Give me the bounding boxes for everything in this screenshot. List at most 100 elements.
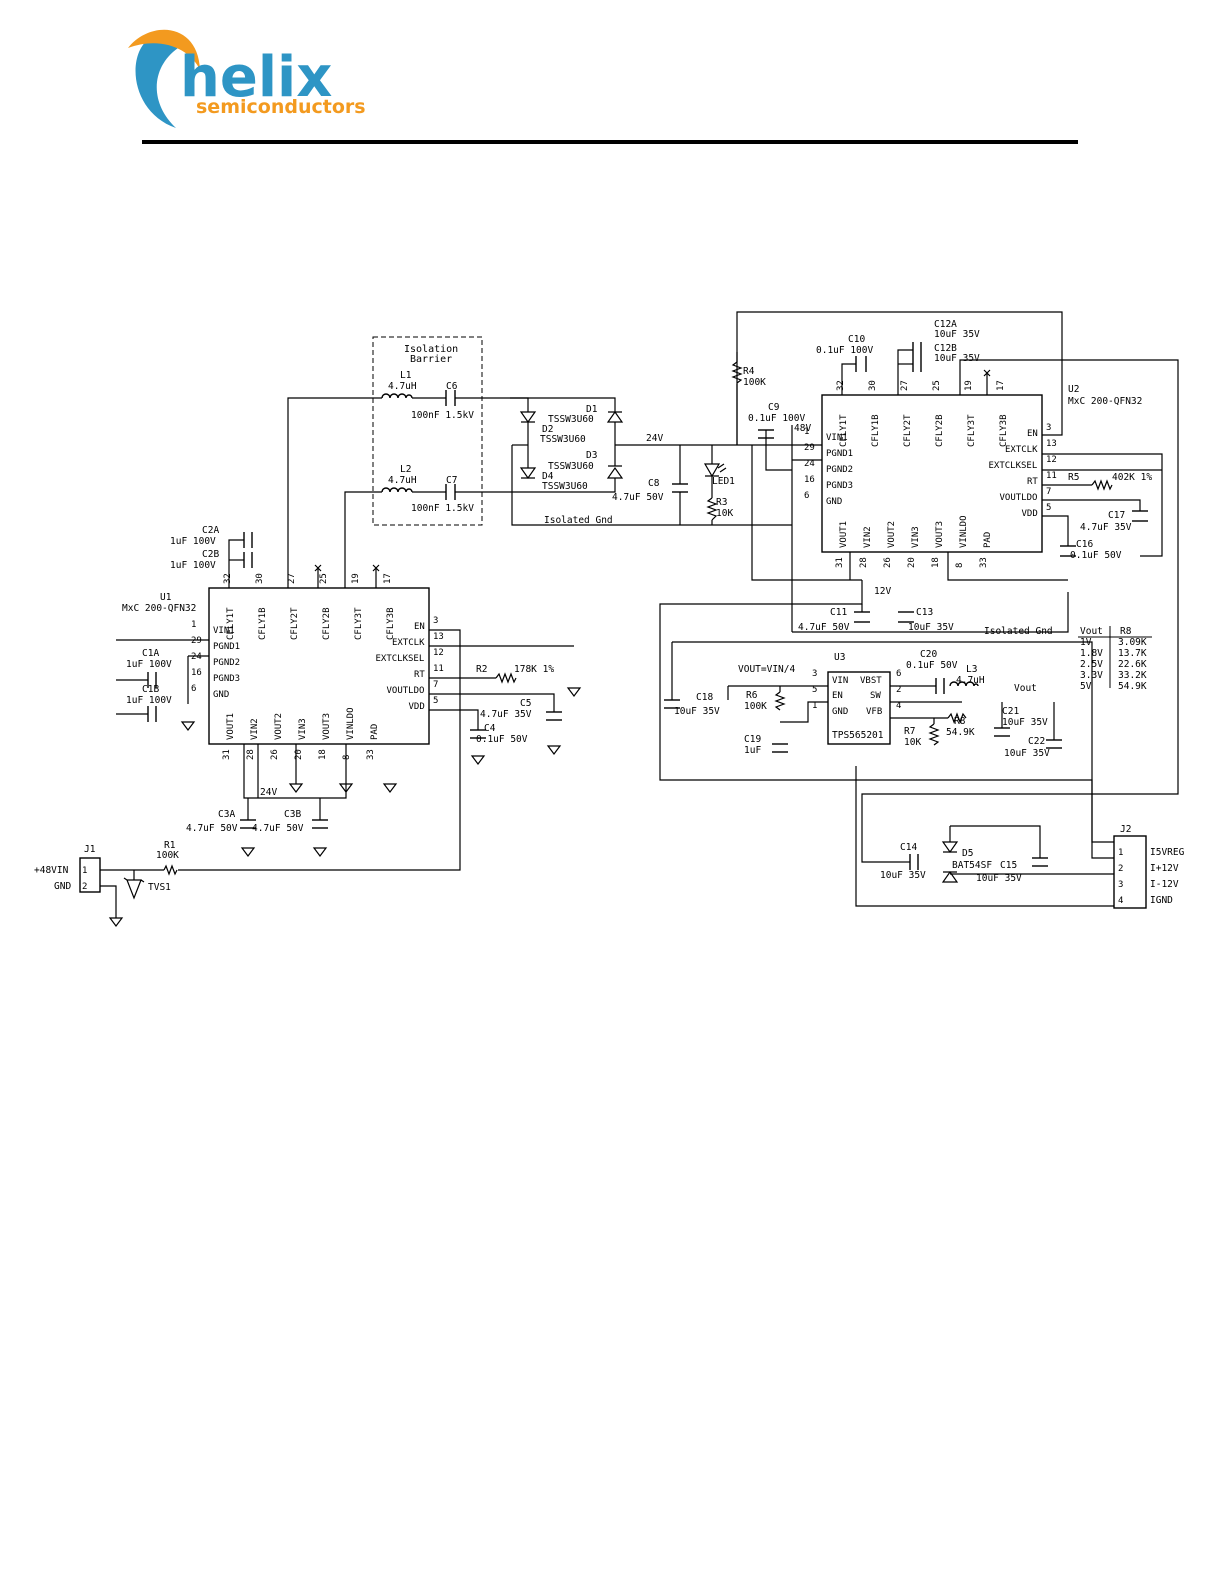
j2-pin3-num: 3: [1118, 880, 1123, 890]
u2-pin-name: CFLY1B: [871, 414, 881, 447]
j2-pin1-label: I5VREG: [1150, 847, 1185, 858]
u1-pin-name: RT: [414, 670, 425, 680]
u2-pin-name: PGND2: [826, 465, 853, 475]
u1-pin-name: PAD: [370, 724, 380, 740]
diode-symbols: [123, 410, 959, 900]
l3-ref: L3: [966, 664, 977, 675]
u1-pin-name: CFLY3B: [386, 607, 396, 640]
u3-chip: [827, 671, 891, 745]
diode-d5a-icon: [941, 841, 959, 854]
u3-ref: U3: [834, 652, 845, 663]
u3-pin-en-name: EN: [832, 691, 843, 701]
u1-chip: [208, 587, 430, 745]
u1-pin-name: GND: [213, 690, 229, 700]
c1b-value: 1uF 100V: [126, 695, 172, 706]
c13-ref: C13: [916, 607, 933, 618]
u2-pin-name: VOUT1: [839, 521, 849, 548]
barrier-label-1: Isolation: [404, 344, 458, 355]
d1-ref: D1: [586, 404, 598, 415]
u1-part: MxC 200-QFN32: [122, 603, 196, 614]
led-icon: [703, 463, 727, 478]
tvs1-ref: TVS1: [148, 882, 171, 893]
resistor-r7-icon: [928, 723, 940, 746]
j1-body: [79, 857, 101, 893]
u2-pin-number: 32: [836, 380, 846, 391]
u1-pin-number: 7: [433, 680, 438, 690]
u1-pin-number: 25: [319, 573, 329, 584]
u2-pin-number: 27: [900, 380, 910, 391]
u2-pin-name: VDD: [1022, 509, 1038, 519]
u2-pin-number: 3: [1046, 423, 1051, 433]
resistor-r6-icon: [774, 691, 786, 711]
u1-pin-name: PGND2: [213, 658, 240, 668]
u1-pin-name: EN: [414, 622, 425, 632]
u1-pin-name: CFLY2T: [290, 607, 300, 640]
c15-ref: C15: [1000, 860, 1017, 871]
u2-pin-number: 19: [964, 380, 974, 391]
j2-pin4-num: 4: [1118, 896, 1123, 906]
u3-pin-sw-name: SW: [870, 691, 881, 701]
diode-d5b-icon: [941, 870, 959, 883]
r6-value: 100K: [744, 701, 767, 712]
brand-logo: helix semiconductors: [128, 29, 366, 128]
u1-pin-number: 17: [383, 573, 393, 584]
d1-part: TSSW3U60: [548, 414, 594, 425]
connector-j1: J1 1 2 +48VIN GND: [34, 844, 101, 893]
l1-ref: L1: [400, 370, 412, 381]
inductor-symbols: [381, 393, 979, 687]
u2-pin-name: EXTCLK: [1005, 445, 1038, 455]
r1-value: 100K: [156, 850, 179, 861]
d2-part: TSSW3U60: [540, 434, 586, 445]
u1-pin-number: 32: [223, 573, 233, 584]
ground-icon: [288, 783, 304, 793]
wiring: [100, 311, 1179, 918]
u1-pin-name: PGND3: [213, 674, 240, 684]
u3-pin-gnd-name: GND: [832, 707, 848, 717]
u3-pin-vfb-name: VFB: [866, 707, 882, 717]
resistor-symbols: [163, 361, 1113, 876]
c1a-ref: C1A: [142, 648, 159, 659]
u2-pin-name: EXTCLKSEL: [989, 461, 1038, 471]
c16-value: 0.1uF 50V: [1070, 550, 1122, 561]
u2-pin-number: 33: [979, 557, 989, 568]
u2-pin-number: 25: [932, 380, 942, 391]
u2-pin-number: 28: [859, 557, 869, 568]
table-cell: 22.6K: [1118, 659, 1147, 670]
iso-gnd-top: Isolated Gnd: [544, 515, 613, 526]
ground-icon: [470, 755, 486, 765]
j2-pin2-label: I+12V: [1150, 863, 1179, 874]
c11-value: 4.7uF 50V: [798, 622, 850, 633]
r8-value: 54.9K: [946, 727, 975, 738]
u1-pin-number: 12: [433, 648, 444, 658]
c19-ref: C19: [744, 734, 761, 745]
u1-pin-name: VDD: [409, 702, 425, 712]
net-vout: Vout: [1014, 683, 1037, 694]
r6-ref: R6: [746, 690, 758, 701]
ground-icon: [546, 745, 562, 755]
j1-pin2-label: GND: [54, 881, 71, 892]
u3-pin-sw-num: 2: [896, 685, 901, 695]
u2-pin-name: PGND1: [826, 449, 853, 459]
u1-pin-name: CFLY3T: [354, 607, 364, 640]
u2-pin-number: 29: [804, 443, 815, 453]
u3-pin-vin-name: VIN: [832, 676, 848, 686]
j2-pin1-num: 1: [1118, 848, 1123, 858]
u1-pin-number: 19: [351, 573, 361, 584]
l1-value: 4.7uH: [388, 381, 417, 392]
r4-value: 100K: [743, 377, 766, 388]
inductor-l2-icon: [381, 487, 413, 493]
c10-value: 0.1uF 100V: [816, 345, 873, 356]
c4-value: 0.1uF 50V: [476, 734, 528, 745]
u1-pin-number: 13: [433, 632, 444, 642]
c2a-value: 1uF 100V: [170, 536, 216, 547]
u2-pin-number: 1: [804, 427, 809, 437]
connector-j2: J2 1 2 3 4 I5VREG I+12V I-12V IGND: [1113, 824, 1185, 909]
u2-pin-number: 13: [1046, 439, 1057, 449]
u1-pin-number: 33: [366, 749, 376, 760]
component-labels: L1 4.7uH C6 100nF 1.5kV L2 4.7uH C7 100n…: [126, 319, 1152, 893]
c20-ref: C20: [920, 649, 937, 660]
c8-value: 4.7uF 50V: [612, 492, 664, 503]
u2-pin-name: RT: [1027, 477, 1038, 487]
net-vout-eq: VOUT=VIN/4: [738, 664, 795, 675]
